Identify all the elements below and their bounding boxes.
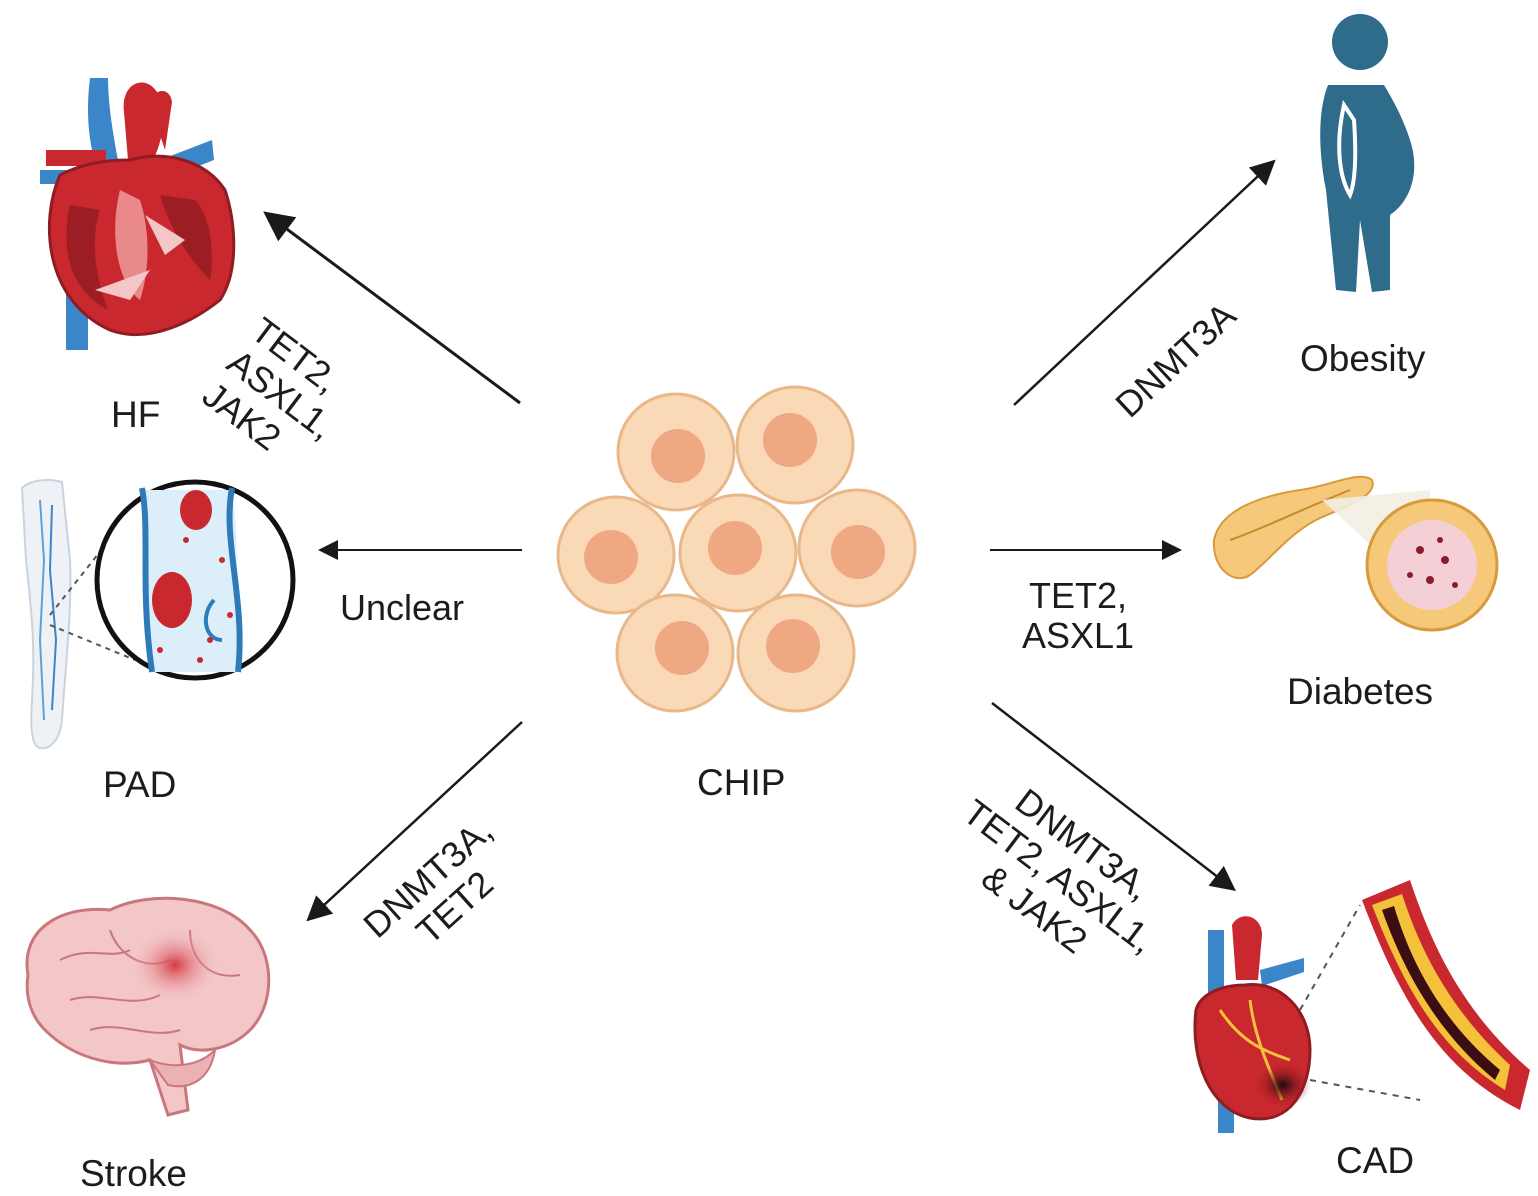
hf-label: HF: [111, 396, 160, 433]
cell: [738, 595, 854, 711]
obesity-label: Obesity: [1300, 340, 1425, 377]
chip-label: CHIP: [697, 764, 785, 801]
pad-label: PAD: [103, 766, 176, 803]
stroke-label: Stroke: [80, 1155, 187, 1192]
diabetes-genes: TET2, ASXL1: [1022, 576, 1134, 657]
cell: [737, 387, 853, 503]
cell: [617, 595, 733, 711]
artery-zoom-icon: [50, 482, 293, 678]
brain-icon: [27, 898, 269, 1115]
islet-icon: [1367, 500, 1497, 630]
cell: [558, 497, 674, 613]
cell: [799, 490, 915, 606]
chip-cell-cluster: [558, 387, 915, 711]
cad-label: CAD: [1336, 1142, 1414, 1179]
leg-vessel-icon: [22, 480, 70, 748]
cell: [618, 394, 734, 510]
heart-artery-icon: [1195, 880, 1530, 1133]
diabetes-label: Diabetes: [1287, 673, 1433, 710]
cell: [680, 495, 796, 611]
pad-genes: Unclear: [340, 588, 464, 628]
heart-icon: [40, 78, 234, 350]
body-silhouette-icon: [1320, 14, 1414, 292]
